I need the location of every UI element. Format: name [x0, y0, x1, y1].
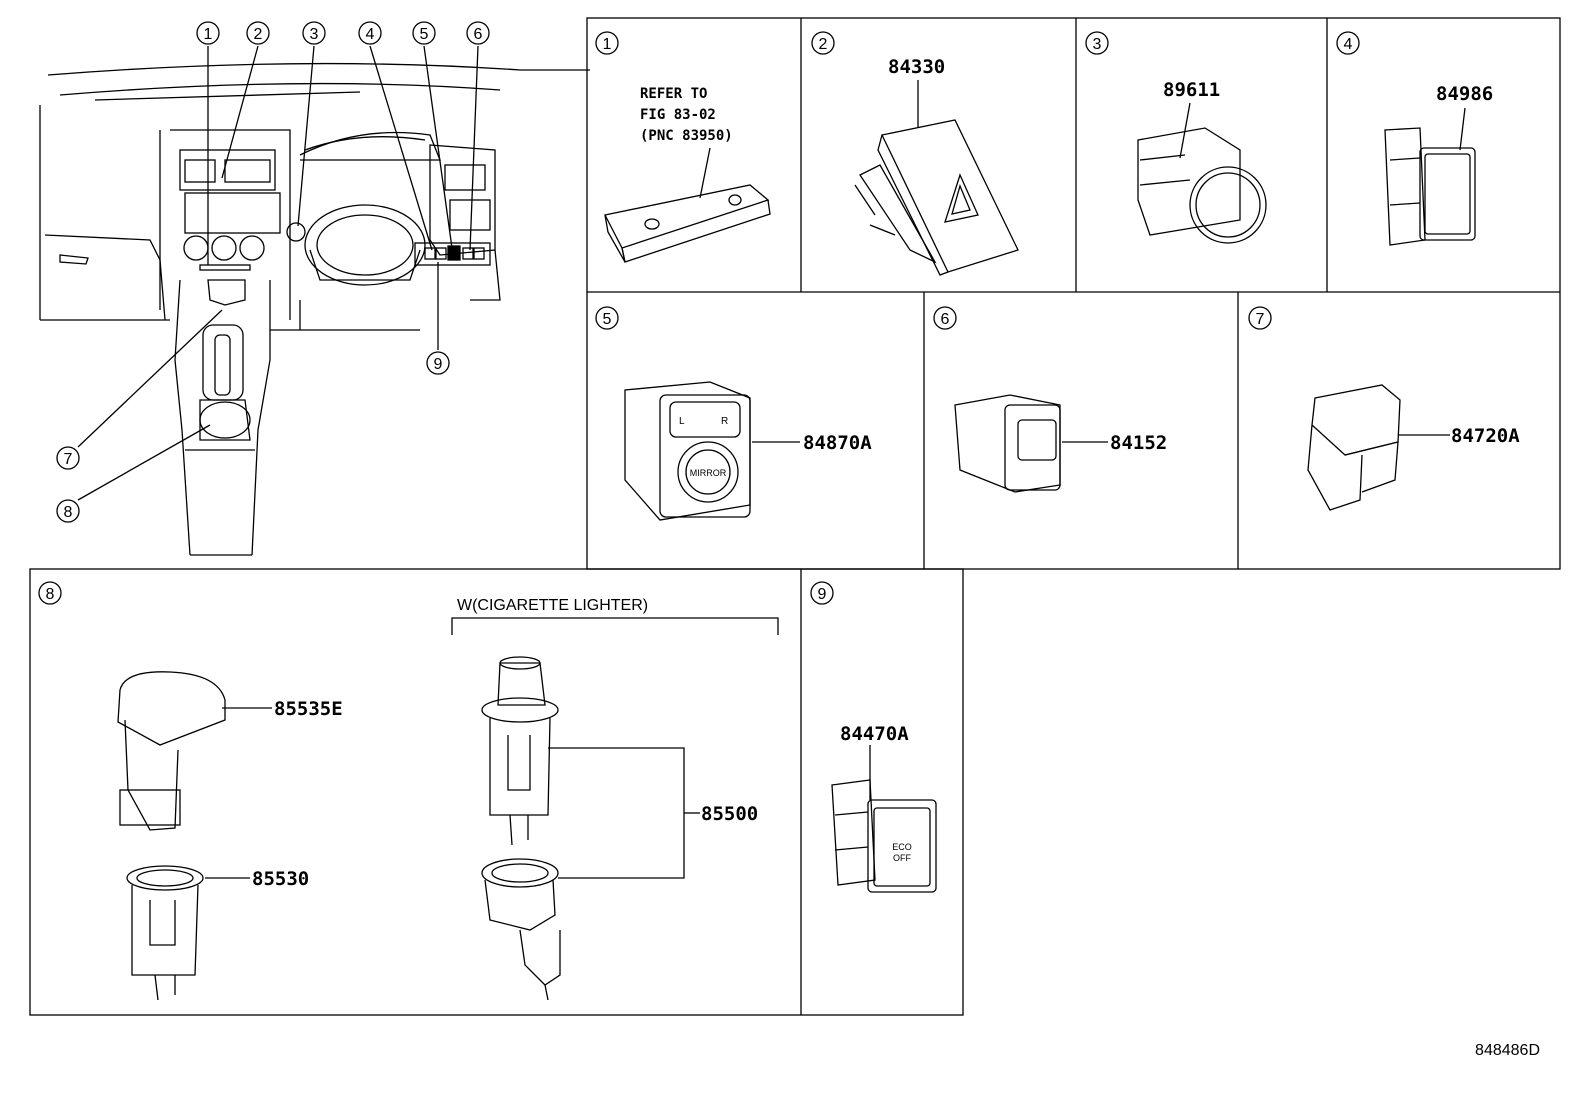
reference-line-3: (PNC 83950): [640, 128, 733, 144]
panel-3-number: 3: [1093, 36, 1102, 53]
part-number-85500: 85500: [701, 803, 758, 825]
callout-leaders: [77, 45, 479, 501]
diagram-id: 848486D: [1475, 1042, 1540, 1059]
part-number-84870a: 84870A: [803, 432, 872, 454]
panel-8-number: 8: [46, 586, 55, 603]
panel-4-number: 4: [1344, 36, 1353, 53]
off-label: OFF: [893, 853, 911, 863]
overview-callout-7: 7: [64, 451, 73, 468]
overview-callout-9: 9: [434, 356, 443, 373]
headlight-switch-illustration: [954, 394, 1108, 493]
power-outlet-illustrations: [117, 617, 779, 1001]
misc-labels: W(CIGARETTE LIGHTER) L R MIRROR ECO OFF …: [457, 416, 1540, 1059]
hazard-switch-illustration: [854, 80, 1019, 276]
panel-1-number: 1: [603, 36, 612, 53]
part-number-85530: 85530: [252, 868, 309, 890]
eco-label: ECO: [892, 842, 912, 852]
panel-numbers: 1 2 3 4 5 6 7 8 9: [46, 36, 1353, 603]
vsc-off-switch-illustration: [1384, 107, 1476, 246]
part-number-84330: 84330: [888, 56, 945, 78]
push-start-switch-illustration: [1137, 102, 1267, 244]
overview-callout-6: 6: [474, 26, 483, 43]
panel-number-circles: [38, 31, 1360, 605]
part-number-84986: 84986: [1436, 83, 1493, 105]
cigarette-lighter-group-label: W(CIGARETTE LIGHTER): [457, 597, 648, 614]
switch-strip-illustration: [604, 147, 771, 263]
part-number-84470a: 84470A: [840, 723, 909, 745]
panel-7-number: 7: [1256, 311, 1265, 328]
reference-line-2: FIG 83-02: [640, 107, 716, 123]
panel-5-number: 5: [603, 311, 612, 328]
mirror-label: MIRROR: [690, 468, 727, 478]
panel-9-number: 9: [818, 586, 827, 603]
part-number-84152: 84152: [1110, 432, 1167, 454]
callout-circles: [56, 21, 490, 523]
overview-callout-3: 3: [310, 26, 319, 43]
mirror-select-left-label: L: [679, 416, 685, 427]
panel-2-number: 2: [819, 36, 828, 53]
reference-line-1: REFER TO: [640, 86, 707, 102]
panel-6-number: 6: [941, 311, 950, 328]
panel-grid: [29, 17, 1561, 1016]
es-switch-illustration: [1307, 384, 1450, 511]
part-numbers: 84330 89611 84986 84870A 84152 84720A 85…: [252, 56, 1520, 890]
mirror-select-right-label: R: [721, 416, 728, 427]
part-number-85535e: 85535E: [274, 698, 343, 720]
part-number-84720a: 84720A: [1451, 425, 1520, 447]
panel-1-reference: REFER TO FIG 83-02 (PNC 83950): [640, 86, 733, 144]
overview-callout-4: 4: [366, 26, 375, 43]
overview-callout-labels: 1 2 3 4 5 6 7 8 9: [64, 26, 483, 521]
overview-callout-8: 8: [64, 504, 73, 521]
part-number-89611: 89611: [1163, 79, 1220, 101]
eco-off-switch-illustration: [831, 745, 937, 893]
overview-callout-5: 5: [420, 26, 429, 43]
overview-callout-1: 1: [204, 26, 213, 43]
mirror-switch-illustration: [624, 381, 800, 521]
overview-callout-2: 2: [254, 26, 263, 43]
dashboard-overview: [39, 62, 590, 556]
